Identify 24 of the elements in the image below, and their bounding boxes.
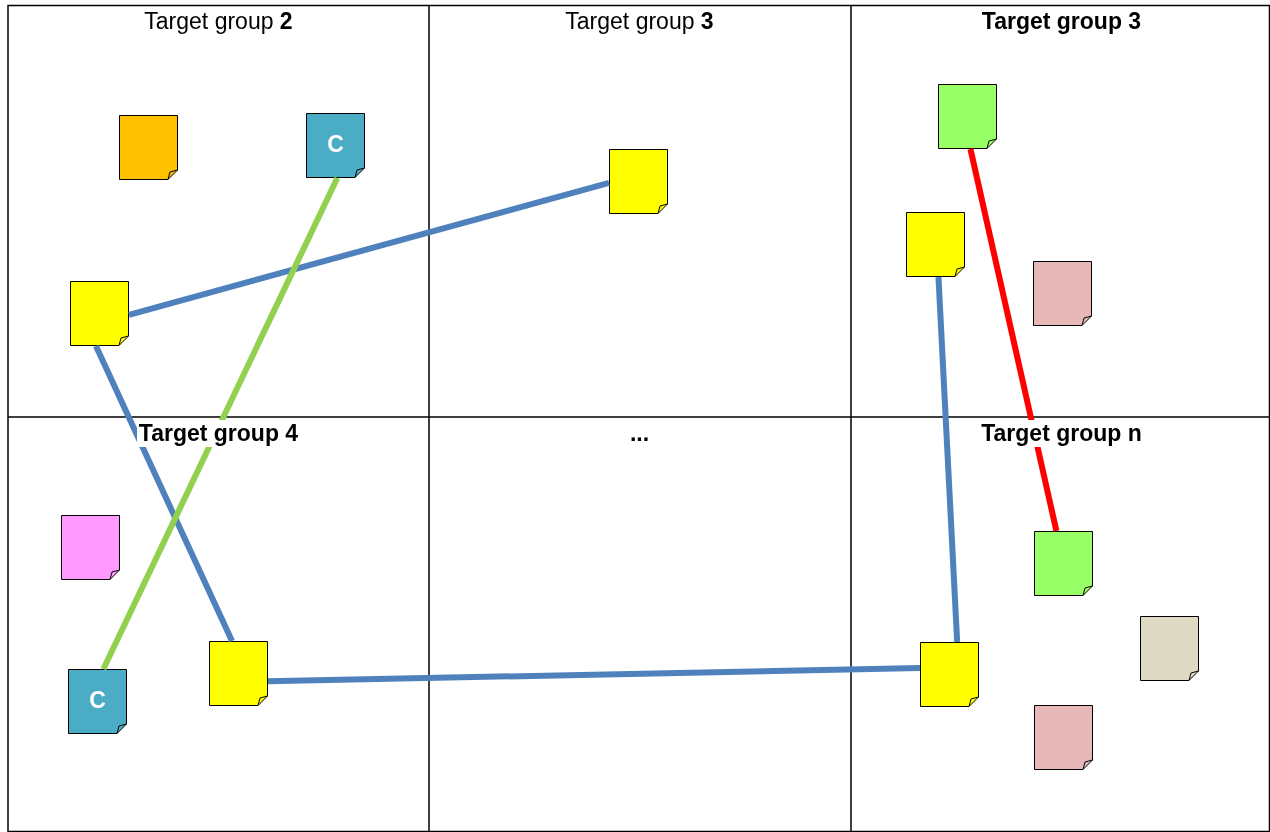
note-letter: C (88, 687, 107, 714)
sticky-note (119, 115, 178, 180)
sticky-note (68, 669, 127, 734)
column-heading: Target group n (979, 420, 1144, 447)
sticky-note (920, 642, 979, 707)
sticky-note (70, 281, 129, 346)
sticky-note (61, 515, 120, 580)
connector-line (267, 665, 921, 685)
sticky-note (1034, 531, 1093, 596)
sticky-note (906, 212, 965, 277)
connector-line (967, 148, 1060, 532)
sticky-note (938, 84, 997, 149)
column-heading: Target group 4 (136, 420, 301, 447)
connector-line (935, 276, 961, 643)
connector-line (100, 176, 340, 671)
connector-line (93, 344, 235, 643)
note-letter: C (326, 131, 345, 158)
sticky-note (1140, 616, 1199, 681)
connector-line (128, 179, 610, 318)
sticky-note (209, 641, 268, 706)
sticky-note (1033, 261, 1092, 326)
sticky-note (609, 149, 668, 214)
sticky-note (306, 113, 365, 178)
sticky-note (1034, 705, 1093, 770)
